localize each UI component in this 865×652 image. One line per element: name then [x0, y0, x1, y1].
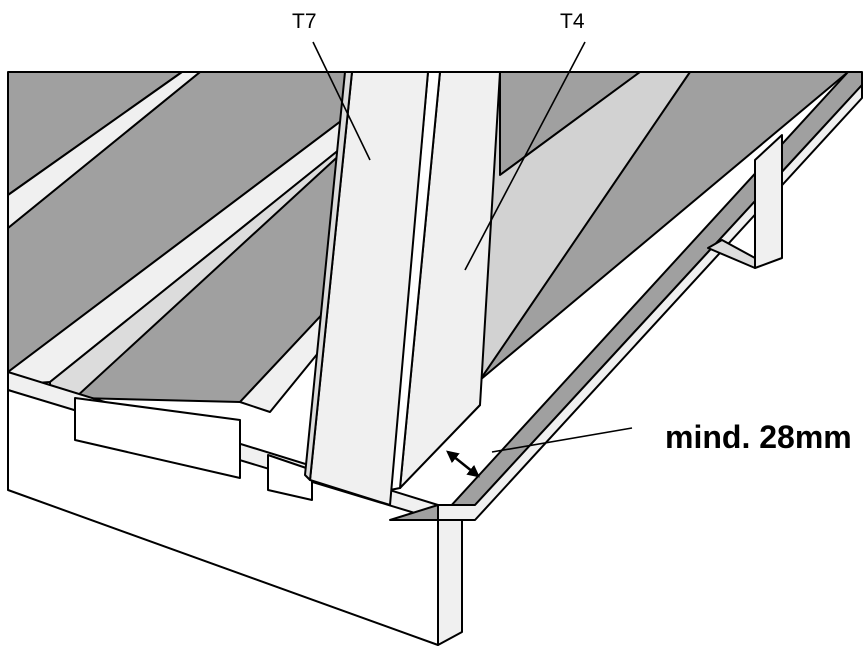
label-t7: T7	[292, 10, 317, 33]
frame-notch-1	[74, 397, 241, 479]
post-t4	[389, 71, 691, 491]
support-leg-front	[437, 519, 463, 646]
label-t4: T4	[560, 10, 585, 33]
post-t7	[304, 71, 429, 506]
support-leg-back	[754, 134, 783, 269]
post-t7-side	[304, 71, 353, 481]
label-dimension: mind. 28mm	[665, 419, 852, 455]
support-leg-back-shadow	[707, 239, 756, 269]
leader-dimension	[491, 427, 633, 453]
leader-t4	[464, 41, 586, 271]
dimension-arrow	[446, 450, 480, 478]
leader-t7	[312, 41, 371, 161]
battens	[7, 71, 346, 413]
frame-notch-2	[267, 454, 313, 501]
right-ledge	[389, 71, 863, 646]
annotations: T7 T4 mind. 28mm	[292, 10, 852, 478]
batten-top	[7, 71, 201, 229]
